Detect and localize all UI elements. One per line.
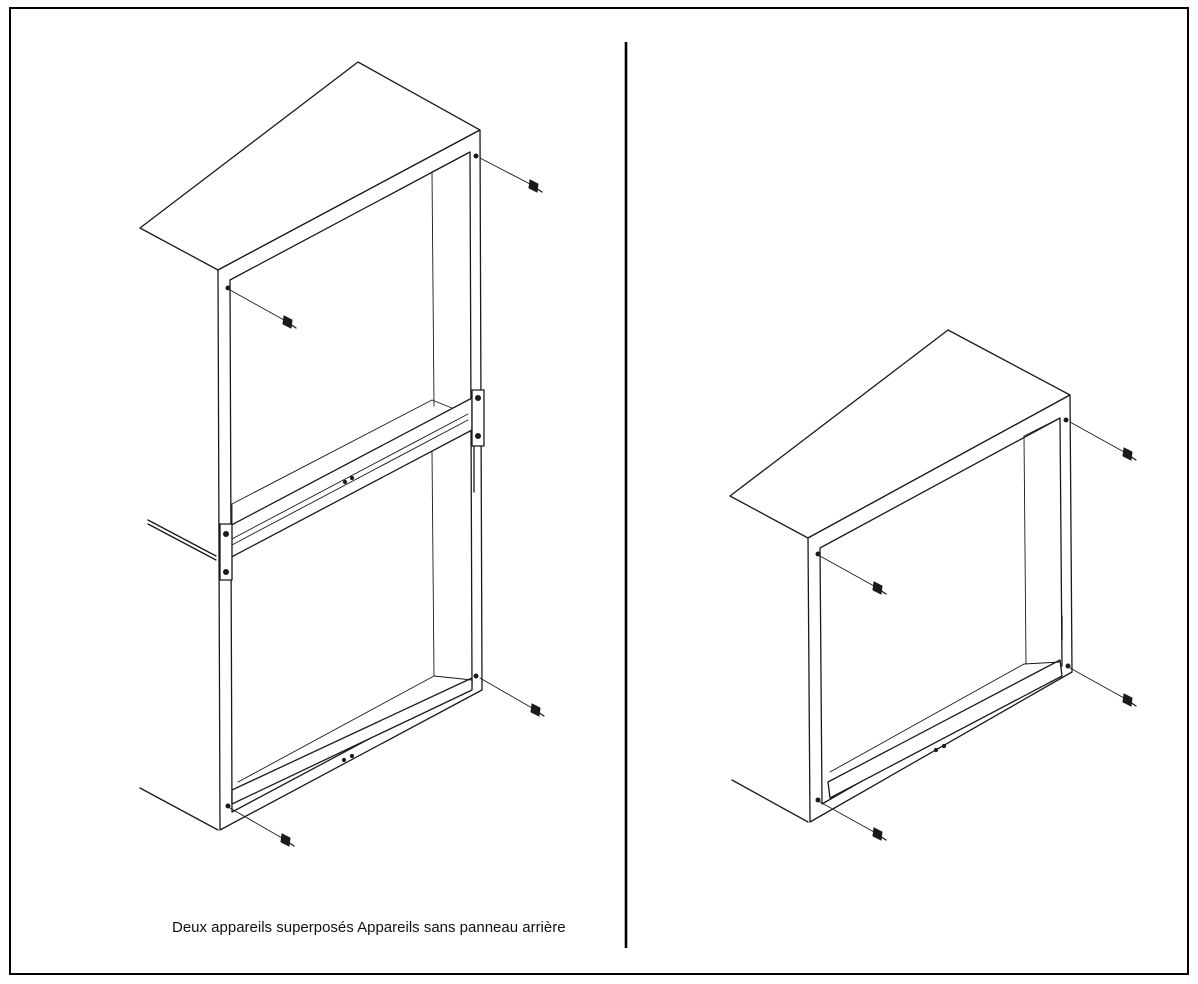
screw-icon [872, 581, 887, 595]
page-border [9, 7, 1189, 975]
screw-icon [282, 315, 297, 329]
screw-icon [528, 179, 543, 193]
single-appliance-drawing [729, 329, 1137, 841]
stacked-appliances-drawing [139, 61, 545, 847]
screw-icon [1122, 447, 1137, 461]
diagram-caption: Deux appareils superposés Appareils sans… [172, 919, 566, 936]
screw-icon [872, 827, 887, 841]
screw-icon [280, 833, 295, 847]
screw-icon [530, 703, 545, 717]
screw-icon [1122, 693, 1137, 707]
